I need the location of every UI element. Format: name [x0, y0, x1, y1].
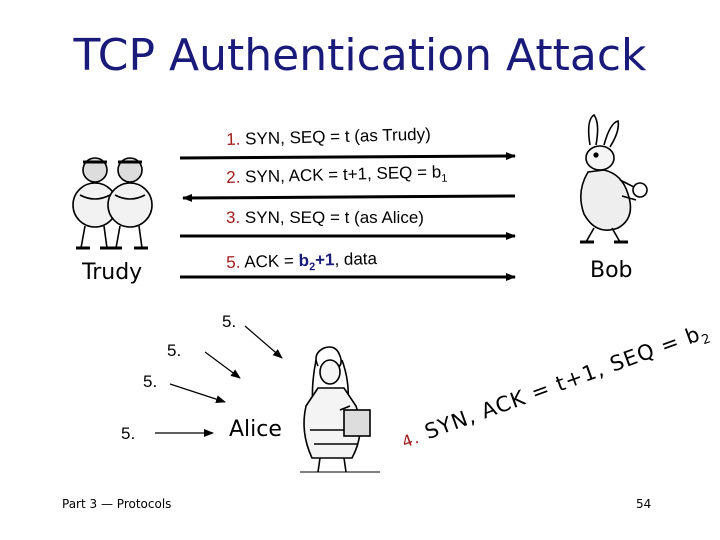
arrow-five-c [169, 383, 226, 404]
message-5-prefix: ACK = [243, 251, 299, 272]
label-trudy: Trudy [82, 260, 143, 285]
label-five-d: 5. [121, 424, 136, 443]
arrow-msg1 [179, 152, 516, 161]
footer-right: Protocols [116, 497, 172, 511]
message-5: 5. ACK = b2+1, data [226, 249, 377, 275]
message-3-text: SYN, SEQ = t (as Alice) [244, 208, 424, 227]
message-1-number: 1. [226, 129, 241, 149]
footer-dash: — [100, 497, 113, 511]
tweedle-twins-figure [72, 157, 153, 250]
message-5-b: b [298, 250, 310, 271]
label-five-a: 5. [222, 312, 237, 331]
message-2-text: SYN, ACK = t+1, SEQ = b [244, 162, 442, 187]
label-bob: Bob [590, 258, 633, 283]
arrow-msg2 [182, 193, 516, 202]
page-number: 54 [636, 497, 652, 511]
footer-left: Part 3 [62, 497, 98, 511]
label-alice: Alice [229, 417, 282, 442]
alice-figure [300, 346, 380, 473]
arrow-five-b [204, 351, 241, 379]
message-5-number: 5. [226, 252, 241, 272]
message-3: 3. SYN, SEQ = t (as Alice) [226, 208, 424, 228]
message-3-number: 3. [226, 208, 241, 227]
message-5-suffix: , data [334, 249, 378, 270]
label-five-b: 5. [167, 341, 182, 360]
message-2-subscript: 1 [441, 172, 448, 185]
message-2-number: 2. [226, 167, 241, 187]
arrow-five-a [244, 325, 283, 359]
slide-title: TCP Authentication Attack [73, 30, 647, 81]
message-1-text: SYN, SEQ = t (as Trudy) [244, 124, 431, 149]
label-five-c: 5. [143, 372, 158, 391]
white-rabbit-figure [580, 113, 648, 244]
footer-section: Part 3 — Protocols [62, 497, 171, 511]
message-5-plus: +1 [314, 250, 335, 270]
